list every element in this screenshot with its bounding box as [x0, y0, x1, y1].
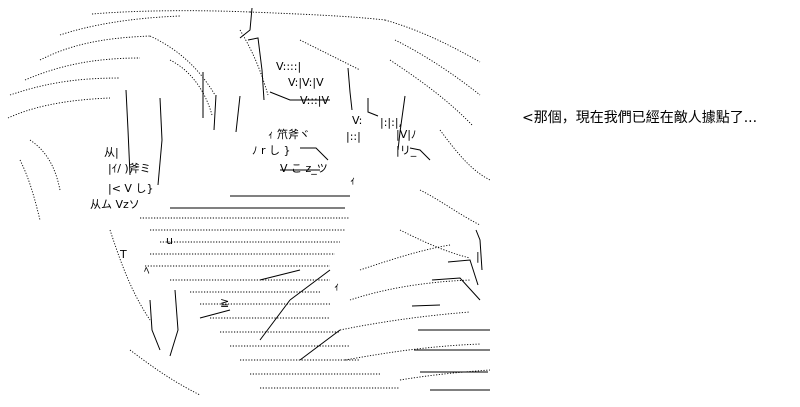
speech-text: <那個，現在我們已經在敵人據點了...	[522, 110, 758, 126]
art-fragment-1: V::::|	[276, 60, 301, 73]
art-fragment-4: V:	[352, 114, 362, 127]
art-fragment-22: |	[476, 250, 480, 263]
art-fragment-14: V こ z_ツ	[280, 162, 328, 175]
art-fragment-6: |:|:|,	[380, 116, 402, 129]
art-fragment-7: ｨ 笊斧ヾ	[268, 127, 310, 141]
art-fragment-20: T	[119, 248, 127, 261]
art-fragment-10: 从|	[104, 146, 119, 159]
art-fragment-17: ｨ	[350, 174, 356, 187]
art-fragment-8: ﾉ r し }	[252, 144, 291, 157]
art-fragment-18: ≧	[220, 296, 229, 309]
art-fragment-12: |ｲ/ )斧ミ	[108, 162, 151, 175]
art-fragment-19: ｨ	[334, 280, 340, 293]
art-fragment-15: 从ム Vzソ	[90, 198, 140, 211]
art-fragment-9: |::|	[346, 130, 361, 143]
art-fragment-11: |リ_	[396, 144, 417, 157]
art-fragment-21: ﾍ	[144, 264, 150, 277]
art-fragment-13: |< V し}	[108, 182, 153, 195]
art-fragment-16: u	[166, 234, 173, 247]
ascii-art-character: V::::| V:::|V V:|V:|V V: |V|ﾉ |:|:|, ｨ 笊…	[7, 7, 491, 396]
art-fragment-5: |V|ﾉ	[396, 128, 416, 141]
art-fragment-2: V:::|V	[300, 94, 329, 107]
ascii-art-drawing: V::::| V:::|V V:|V:|V V: |V|ﾉ |:|:|, ｨ 笊…	[7, 7, 491, 396]
art-fragment-3: V:|V:|V	[288, 76, 324, 89]
